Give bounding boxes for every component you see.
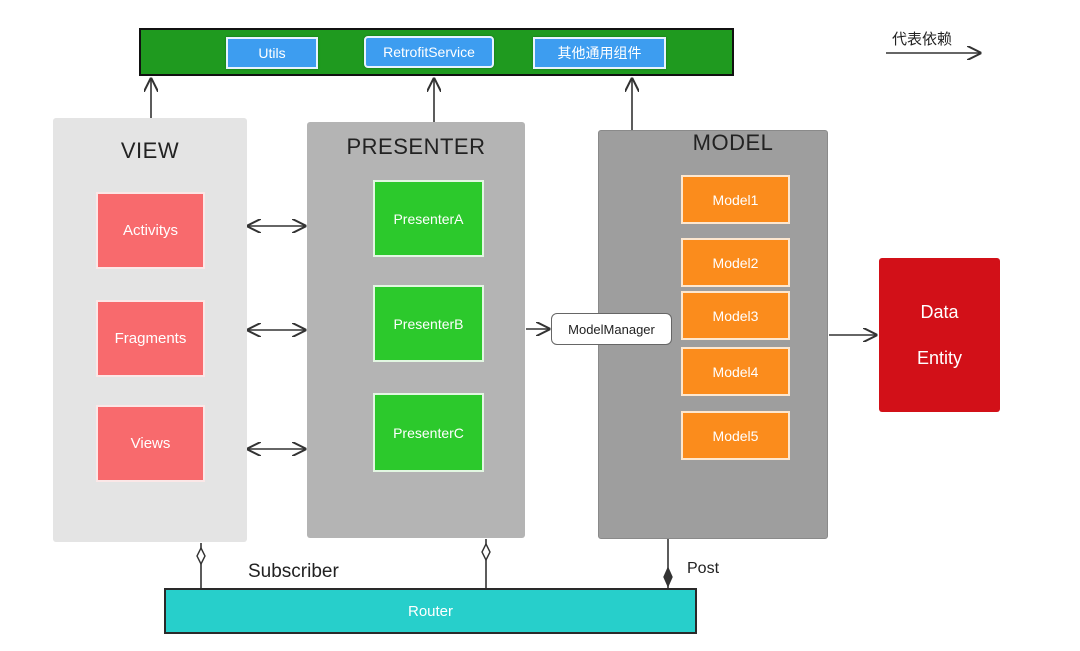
- model-title: MODEL: [692, 130, 774, 155]
- views-box: Views: [96, 405, 205, 482]
- presenter-a-box: PresenterA: [373, 180, 484, 257]
- view-title: VIEW: [120, 138, 180, 163]
- model2-box: Model2: [681, 238, 790, 287]
- model4-box: Model4: [681, 347, 790, 396]
- presenter-c-box: PresenterC: [373, 393, 484, 472]
- data-entity-line1: Data: [920, 302, 959, 322]
- presenter-router-diamond: [481, 542, 491, 562]
- post-label: Post: [687, 560, 720, 577]
- model3-box: Model3: [681, 291, 790, 340]
- view-router-diamond: [196, 546, 206, 566]
- data-entity-line2: Entity: [916, 348, 963, 368]
- router-box: Router: [164, 588, 697, 634]
- common-components-box: 其他通用组件: [533, 37, 666, 69]
- legend-label: 代表依赖: [892, 30, 953, 48]
- utils-box: Utils: [226, 37, 318, 69]
- subscriber-label: Subscriber: [248, 561, 339, 582]
- fragments-box: Fragments: [96, 300, 205, 377]
- presenter-title: PRESENTER: [346, 134, 486, 159]
- model5-box: Model5: [681, 411, 790, 460]
- model1-box: Model1: [681, 175, 790, 224]
- presenter-b-box: PresenterB: [373, 285, 484, 362]
- model-manager-box: ModelManager: [551, 313, 672, 345]
- model-router-diamond: [663, 566, 673, 588]
- activitys-box: Activitys: [96, 192, 205, 269]
- data-entity-box: Data Entity: [879, 258, 1000, 412]
- retrofit-service-box: RetrofitService: [364, 36, 494, 68]
